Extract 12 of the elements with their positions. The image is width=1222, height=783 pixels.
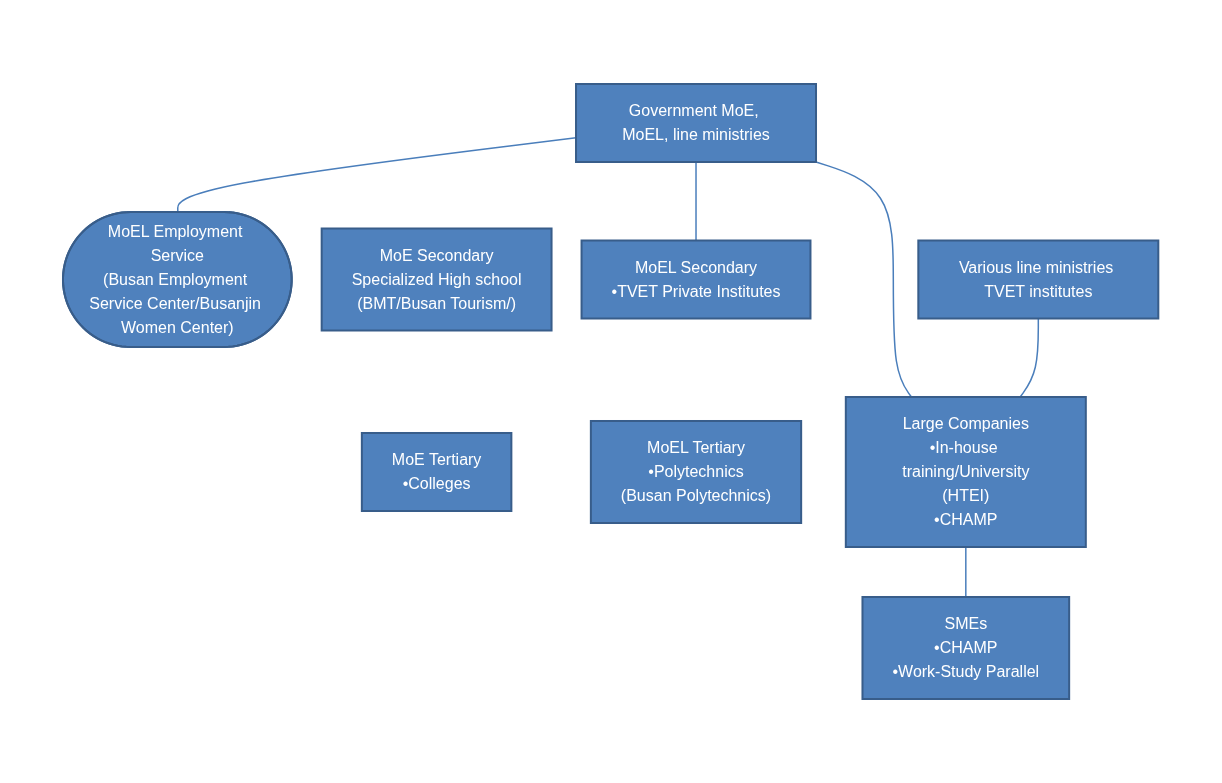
- node-box: Various line ministries TVET institutes: [917, 239, 1160, 320]
- connector: [965, 546, 967, 598]
- node-box: MoEL Secondary •TVET Private Institutes: [580, 239, 812, 320]
- node-box: MoE Secondary Specialized High school (BMT/Busan Tourism/): [321, 227, 553, 332]
- connector: [695, 161, 698, 242]
- connector: [815, 161, 913, 398]
- connector: [1019, 317, 1040, 398]
- node-box: Government MoE, MoEL, line ministries: [575, 83, 818, 163]
- node-box: SMEs •CHAMP •Work-Study Parallel: [861, 596, 1071, 700]
- node-box: MoEL Tertiary •Polytechnics (Busan Polytechnics): [590, 420, 803, 524]
- node-box: Large Companies •In-house training/University (HTEI) •CHAMP: [845, 396, 1088, 548]
- node-box: MoE Tertiary •Colleges: [361, 432, 513, 512]
